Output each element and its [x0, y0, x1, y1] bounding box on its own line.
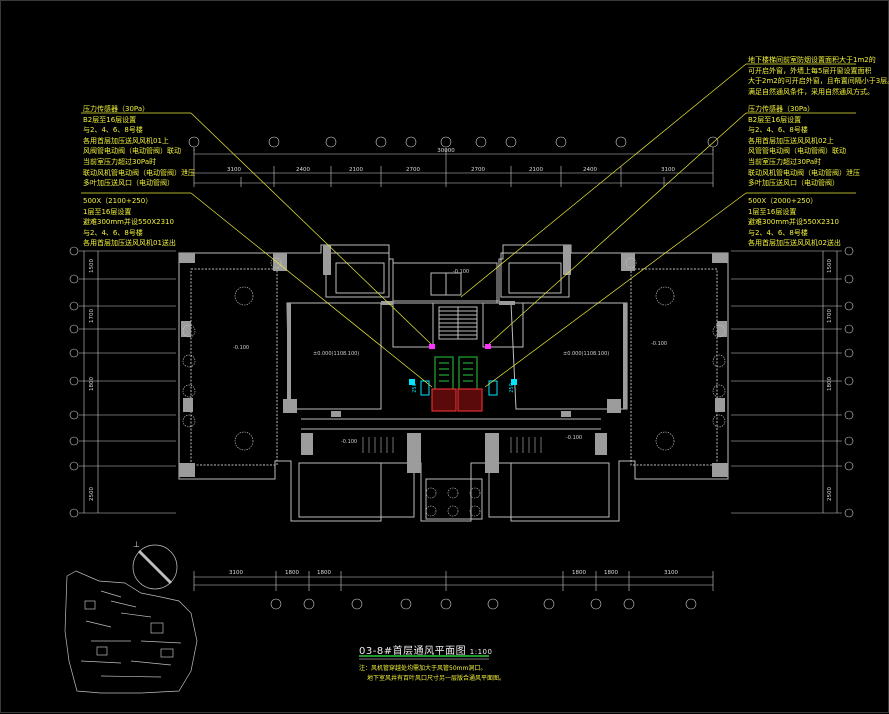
drawing-title: 03-8#首层通风平面图 1:100	[359, 642, 492, 657]
dim-right-seg: 2500	[827, 487, 833, 501]
top-axis-bubbles	[188, 136, 719, 151]
ann-line: 地下楼梯间前室防烟设置面积大于1m2的	[748, 56, 876, 64]
ann-line: 可开启外窗，外墙上每5层开窗设置面积	[748, 66, 872, 75]
ann-line: 当前室压力超过30Pa时	[83, 157, 157, 166]
annotation-right-lower: 500X（2000+250） 1层至16层设置 避难300mm并设550X231…	[748, 196, 841, 249]
dim-left-seg: 1700	[89, 309, 95, 323]
ann-line: 各用首层加压送风风机01上	[83, 136, 169, 145]
dim-bottom-seg: 1800	[572, 570, 586, 576]
elevation-label: -0.100	[453, 269, 470, 275]
ann-line: 1层至16层设置	[83, 207, 132, 216]
ann-line: B2层至16层设置	[748, 115, 802, 124]
dim-bottom-seg: 1800	[604, 570, 618, 576]
dim-right-seg: 1700	[827, 309, 833, 323]
ann-line: 多叶加压送风口（电动管阀）	[748, 179, 839, 188]
ann-line: 压力传感器（30Pa）	[83, 105, 150, 113]
dim-top-seg: 2100	[349, 167, 363, 173]
elevation-label: -0.100	[341, 439, 358, 445]
ann-line: 各用首层加压送风风机02上	[748, 136, 834, 145]
svg-text:⊥: ⊥	[133, 540, 140, 549]
ann-line: 与2、4、6、8号楼	[83, 228, 143, 237]
dim-bottom-seg: 3100	[664, 570, 678, 576]
wall-columns	[179, 245, 728, 477]
ann-line: 风管管电动阀（电动管阀）联动	[748, 147, 846, 156]
ann-line: 与2、4、6、8号楼	[83, 126, 143, 135]
top-dimension-lines	[193, 149, 714, 187]
ann-line: 避难300mm并设550X2310	[748, 218, 839, 227]
ann-line: 风阀管电动阀（电动管阀）联动	[83, 147, 181, 156]
landscape-plants	[182, 257, 726, 517]
ann-line: B2层至16层设置	[83, 115, 137, 124]
elevation-label: -0.100	[233, 345, 250, 351]
left-dimension-lines	[79, 250, 176, 514]
site-key-plan: ⊥	[64, 540, 198, 694]
dim-top-seg: 2400	[296, 167, 310, 173]
elevation-label-right: ±0.000(1108.100)	[563, 351, 610, 357]
corridor-steps	[362, 437, 542, 453]
annotation-leaders	[81, 63, 856, 388]
ann-line: 多叶加压送风口（电动管阀）	[83, 179, 174, 188]
ann-line: 1层至16层设置	[748, 207, 797, 216]
ann-line: 大于2m2的可开启外窗，且布置间隔小于3层。	[748, 77, 889, 86]
annotation-right-upper: 压力传感器（30Pa） B2层至16层设置 与2、4、6、8号楼 各用首层加压送…	[748, 104, 860, 189]
ann-line: 避难300mm并设550X2310	[83, 218, 174, 227]
elevation-label: -0.100	[651, 341, 668, 347]
annotation-left-upper: 压力传感器（30Pa） B2层至16层设置 与2、4、6、8号楼 各用首层加压送…	[83, 104, 195, 189]
ann-line: 与2、4、6、8号楼	[748, 126, 808, 135]
bottom-axis-bubbles	[270, 598, 697, 610]
ann-line: 各用首层加压送风风机01送出	[83, 239, 176, 248]
elevation-label-left: ±0.000(1108.100)	[313, 351, 360, 357]
dim-top-seg: 2700	[406, 167, 420, 173]
note-line-2: 地下室风井有百叶风口尺寸另一层版合通风平面图。	[367, 675, 506, 682]
drawing-scale: 1:100	[469, 648, 493, 656]
right-axis-bubbles	[844, 246, 854, 518]
ann-line: 当前室压力超过30Pa时	[748, 157, 822, 166]
elevation-label: -0.100	[566, 435, 583, 441]
ann-line: 满足自然通风条件，采用自然通风方式。	[748, 87, 874, 96]
bottom-dimension-lines	[193, 571, 714, 591]
dim-top-seg: 2400	[583, 167, 597, 173]
dim-left-seg: 1800	[89, 377, 95, 391]
duct-size-left: 250	[411, 383, 418, 393]
right-dimension-lines	[731, 250, 842, 514]
dim-bottom-seg: 3100	[229, 570, 243, 576]
ann-line: 各用首层加压送风风机02送出	[748, 239, 841, 248]
dim-left-seg: 2500	[89, 487, 95, 501]
annotation-right-top: 地下楼梯间前室防烟设置面积大于1m2的 可开启外窗，外墙上每5层开窗设置面积 大…	[748, 55, 889, 97]
dim-bottom-seg: 1800	[317, 570, 331, 576]
note-line-1: 注：风机管穿越处均需加大于风管50mm洞口。	[359, 665, 487, 672]
dim-left-seg: 1500	[89, 259, 95, 273]
ventilation-ducts	[409, 344, 517, 412]
dim-bottom-seg: 1800	[285, 570, 299, 576]
ann-line: 500X（2100+250）	[83, 197, 153, 205]
dim-top-seg: 2700	[471, 167, 485, 173]
drawing-title-text: 03-8#首层通风平面图	[359, 646, 467, 657]
annotation-left-lower: 500X（2100+250） 1层至16层设置 避难300mm并设550X231…	[83, 196, 176, 249]
left-axis-bubbles	[69, 246, 79, 518]
ann-line: 联动风机管电动阀（电动管阀）泄压	[83, 168, 195, 177]
duct-size-right: 250	[508, 383, 515, 393]
dim-top-total: 30000	[437, 148, 455, 154]
ann-line: 与2、4、6、8号楼	[748, 228, 808, 237]
dim-right-seg: 1800	[827, 377, 833, 391]
ann-line: 500X（2000+250）	[748, 197, 818, 205]
ann-line: 联动风机管电动阀（电动管阀）泄压	[748, 168, 860, 177]
ann-line: 压力传感器（30Pa）	[748, 105, 815, 113]
dim-top-seg: 2100	[529, 167, 543, 173]
dim-right-seg: 1500	[827, 259, 833, 273]
dim-top-seg: 3100	[227, 167, 241, 173]
dim-top-seg: 3100	[661, 167, 675, 173]
